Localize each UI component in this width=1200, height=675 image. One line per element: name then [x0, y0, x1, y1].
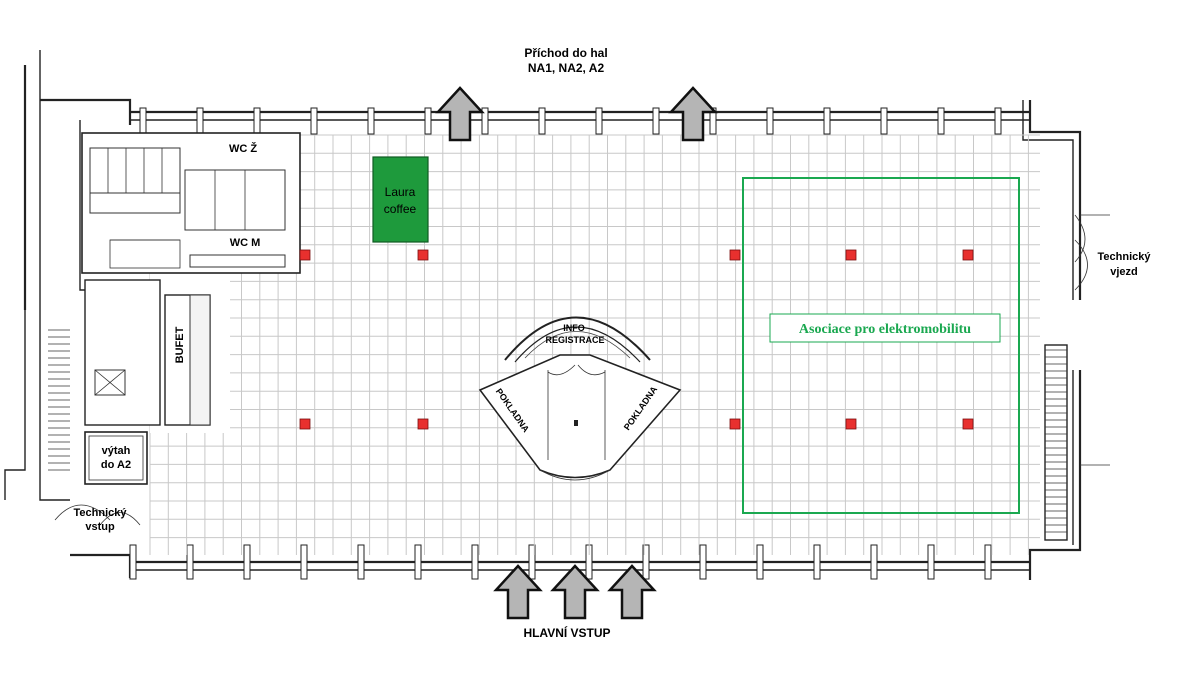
laura-coffee-label-2: coffee	[384, 202, 417, 216]
window-frame	[756, 544, 764, 580]
bufet-label: BUFET	[174, 326, 186, 363]
window-frame	[538, 107, 546, 135]
window-frame	[927, 544, 935, 580]
info-label-2: REGISTRACE	[545, 335, 604, 345]
main-entrance-label: HLAVNÍ VSTUP	[523, 625, 610, 640]
technical-entrance-label-1: Technický	[74, 507, 128, 519]
pillar-marker	[729, 418, 741, 430]
main-entrance-arrows	[493, 564, 657, 620]
right-stairs	[1044, 214, 1088, 541]
window-frame	[253, 107, 261, 135]
window-frame	[880, 107, 888, 135]
pillars	[299, 249, 974, 430]
info-island	[478, 316, 682, 481]
window-frame	[139, 107, 147, 135]
wc-men-label: WC M	[230, 237, 261, 249]
window-frame	[699, 544, 707, 580]
window-frame	[471, 544, 479, 580]
pillar-marker	[729, 249, 741, 261]
window-frame	[528, 544, 536, 580]
laura-coffee-booth[interactable]	[372, 156, 429, 243]
window-frame	[823, 107, 831, 135]
building-walls	[4, 50, 1110, 580]
window-frame	[414, 544, 422, 580]
window-frame	[367, 107, 375, 135]
top-entrance-arrows	[435, 86, 718, 142]
up-arrow-icon	[668, 86, 718, 142]
pillar-marker	[299, 418, 311, 430]
window-frame	[766, 107, 774, 135]
window-frame	[129, 544, 137, 580]
pillar-marker	[417, 418, 429, 430]
bottom-wall-windows	[129, 544, 992, 580]
pillar-marker	[417, 249, 429, 261]
window-frame	[813, 544, 821, 580]
window-frame	[595, 107, 603, 135]
up-arrow-icon	[550, 564, 600, 620]
pillar-marker	[962, 418, 974, 430]
wc-women-label: WC Ž	[229, 142, 257, 155]
window-frame	[196, 107, 204, 135]
up-arrow-icon	[435, 86, 485, 142]
elevator-label-1: výtah	[102, 445, 131, 457]
asociace-area[interactable]	[742, 177, 1020, 514]
window-frame	[300, 544, 308, 580]
window-frame	[937, 107, 945, 135]
window-frame	[481, 107, 489, 135]
top-wall-windows	[139, 107, 1002, 135]
top-entrance-label-1: Příchod do hal	[524, 46, 607, 60]
top-entrance-label-2: NA1, NA2, A2	[528, 61, 605, 75]
window-frame	[984, 544, 992, 580]
pillar-marker	[299, 249, 311, 261]
asociace-label: Asociace pro elektromobilitu	[799, 322, 971, 337]
laura-coffee-label-1: Laura	[385, 185, 416, 199]
window-frame	[652, 107, 660, 135]
window-frame	[186, 544, 194, 580]
pillar-marker	[845, 418, 857, 430]
window-frame	[870, 544, 878, 580]
window-frame	[243, 544, 251, 580]
elevator-label-2: do A2	[101, 459, 131, 471]
service-block	[48, 132, 301, 526]
window-frame	[994, 107, 1002, 135]
technical-entrance-label-2: vstup	[85, 521, 115, 533]
pillar-marker	[845, 249, 857, 261]
up-arrow-icon	[493, 564, 543, 620]
window-frame	[642, 544, 650, 580]
window-frame	[424, 107, 432, 135]
info-label-1: INFO	[563, 323, 585, 333]
up-arrow-icon	[607, 564, 657, 620]
window-frame	[310, 107, 318, 135]
window-frame	[357, 544, 365, 580]
technical-drive-label-1: Technický	[1098, 251, 1152, 263]
technical-drive-label-2: vjezd	[1110, 266, 1138, 278]
pillar-marker	[962, 249, 974, 261]
